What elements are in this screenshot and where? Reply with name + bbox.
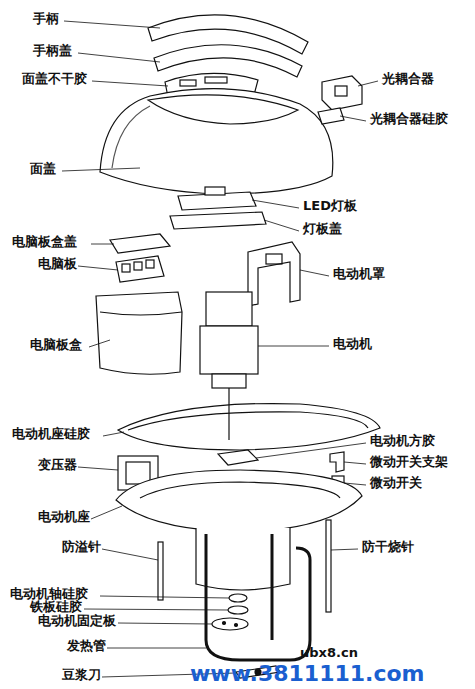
part-name: 电动机座硅胶 [12,427,90,441]
base-silicone-inner [128,412,368,430]
dry-burn-pin [326,520,331,612]
part-name: 电脑板 [38,257,77,271]
motor-shaft [228,388,229,440]
part-name: 豆浆刀 [62,668,101,682]
part-name: 变压器 [38,458,77,472]
part-name: 光耦合器硅胶 [370,112,448,126]
motor-top [206,292,252,326]
leader-lines [62,21,378,677]
pcb-component [134,262,142,270]
handle-cover [154,45,302,77]
part-name: 灯板盖 [303,222,342,236]
fixing-plate-hole [235,624,238,627]
board-box-edge [100,312,182,315]
motor-base-cup [196,528,290,590]
overflow-pin [158,542,163,600]
motor-cover-hole [266,254,282,264]
watermark: ubx8.cn [300,646,358,660]
part-name: 防干烧针 [362,540,414,554]
part-name: 电脑板盒 [30,338,82,352]
part-name: 光耦合器 [382,72,434,86]
sticker-window [180,80,196,86]
face-cover [100,89,333,194]
shaft-silicone [229,594,247,602]
motor-base-shell [116,470,362,532]
part-name: 电脑板盒盖 [12,235,77,249]
switch-bracket [330,452,344,472]
face-cover-rim [148,95,298,124]
part-name: 发热管 [67,639,106,653]
base-silicone [118,404,380,450]
heating-tube-arm [271,534,274,640]
part-name: LED灯板 [303,199,357,213]
part-name: 电动机方胶 [370,434,435,448]
optocoupler-slot [335,86,347,96]
motor-base [212,374,246,388]
board-box [96,292,182,374]
pcb-component [146,260,154,268]
led-component [205,187,225,195]
motor-body [200,326,258,374]
led-cover [170,212,266,229]
part-name: 电动机座 [38,510,90,524]
pcb [116,256,164,282]
watermark: www.3811111.com [190,662,425,686]
square-gasket [218,450,258,465]
part-name: 手柄 [33,12,59,26]
motor-base-inner [140,482,340,498]
part-name: 电动机 [333,337,372,351]
part-name: 微动开关 [370,476,422,490]
face-cover-shade [112,106,150,168]
motor-cover [248,242,300,306]
part-name: 防溢针 [62,540,101,554]
fixing-plate [212,618,248,630]
plate-silicone [228,606,248,614]
board-box-lid [110,234,170,253]
sticker-window [205,77,227,83]
part-name: 面盖 [30,162,56,176]
part-name: 铁板硅胶 [30,600,82,614]
fixing-plate-hole [223,622,226,625]
pcb-component [122,264,130,272]
part-name: 电动机罩 [333,267,385,281]
heating-tube [206,534,310,660]
part-name: 手柄盖 [33,44,72,58]
optocoupler [322,76,362,110]
part-name: 面盖不干胶 [22,72,87,86]
part-name: 微动开关支架 [370,455,448,469]
part-name: 电动机固定板 [38,614,116,628]
